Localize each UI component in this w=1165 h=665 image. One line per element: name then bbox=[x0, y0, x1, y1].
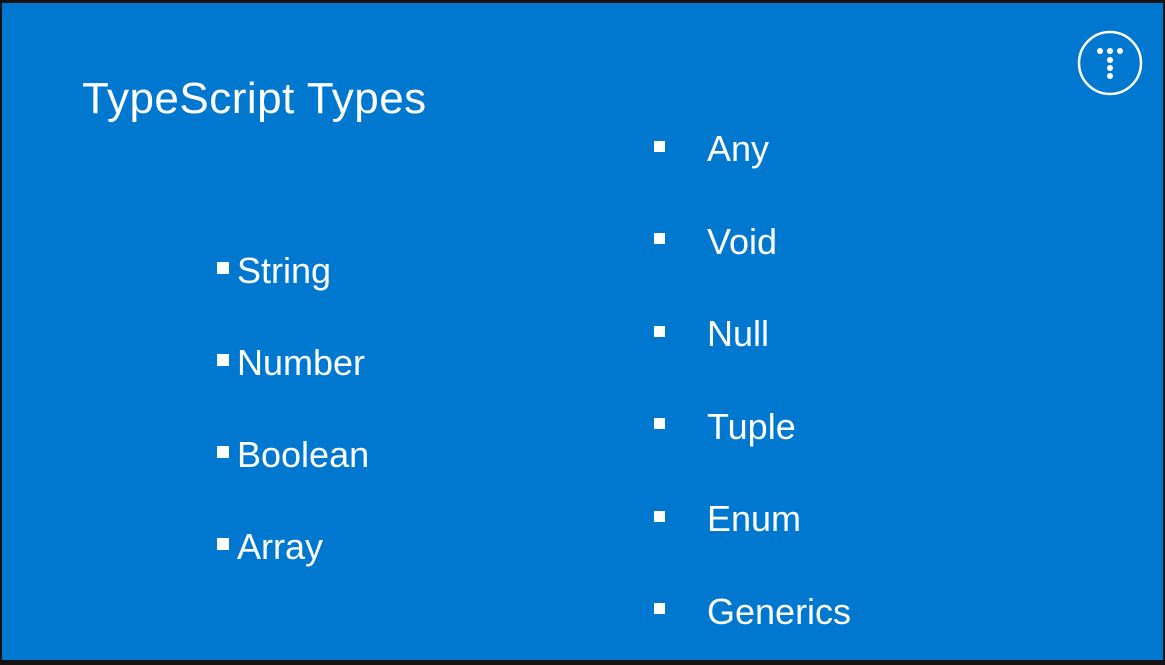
basic-types-list: String Number Boolean Array bbox=[217, 225, 369, 593]
list-item-label: Null bbox=[707, 313, 770, 355]
t-circle-logo-icon bbox=[1077, 30, 1143, 96]
list-item-void: Void bbox=[654, 196, 851, 289]
presentation-slide: TypeScript Types String Number Boolean bbox=[2, 3, 1163, 660]
list-item-any: Any bbox=[654, 103, 851, 196]
slide-title: TypeScript Types bbox=[82, 74, 427, 123]
list-item-label: Tuple bbox=[707, 405, 796, 447]
square-bullet-icon bbox=[654, 418, 665, 430]
square-bullet-icon bbox=[654, 233, 665, 245]
list-item-label: Generics bbox=[707, 590, 852, 632]
square-bullet-icon bbox=[654, 603, 665, 615]
other-types-list: Any Void Null Tuple Enum Generics bbox=[654, 103, 851, 658]
list-item-array: Array bbox=[217, 501, 369, 593]
list-item-label: Boolean bbox=[237, 434, 370, 475]
list-item-label: Any bbox=[707, 128, 770, 170]
square-bullet-icon bbox=[217, 446, 229, 458]
list-item-number: Number bbox=[217, 317, 369, 409]
list-item-null: Null bbox=[654, 288, 851, 381]
list-item-generics: Generics bbox=[654, 566, 851, 659]
list-item-boolean: Boolean bbox=[217, 409, 369, 501]
list-item-label: Void bbox=[707, 220, 778, 262]
list-item-label: Enum bbox=[707, 498, 802, 540]
square-bullet-icon bbox=[654, 325, 665, 337]
square-bullet-icon bbox=[217, 354, 229, 366]
list-item-tuple: Tuple bbox=[654, 381, 851, 474]
list-item-string: String bbox=[217, 225, 369, 317]
list-item-label: String bbox=[237, 250, 332, 291]
square-bullet-icon bbox=[654, 140, 665, 152]
list-item-label: Array bbox=[237, 526, 324, 567]
square-bullet-icon bbox=[654, 510, 665, 522]
square-bullet-icon bbox=[217, 538, 229, 550]
square-bullet-icon bbox=[217, 262, 229, 274]
list-item-label: Number bbox=[237, 342, 366, 383]
list-item-enum: Enum bbox=[654, 473, 851, 566]
